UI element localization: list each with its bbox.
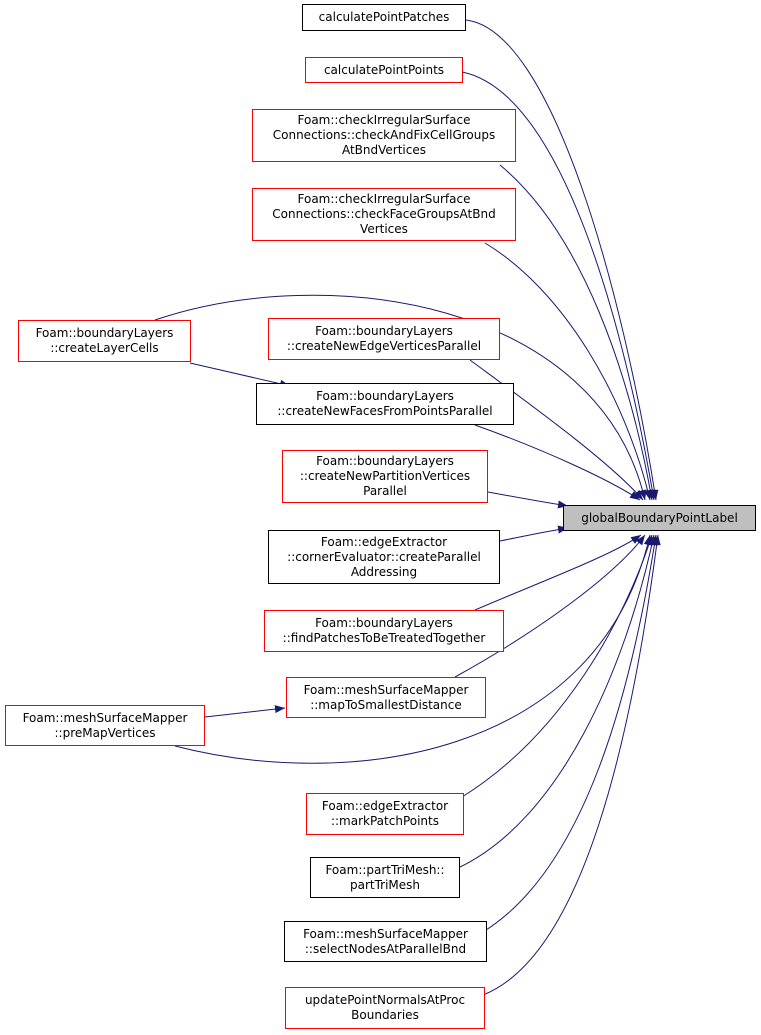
edge-preMapVertices-to-mapToSmallestDistance — [204, 705, 286, 718]
node-label: Foam::partTriMesh::partTriMesh — [325, 863, 444, 893]
edge-createNewPartitionVertices-to-target — [487, 491, 569, 509]
node-label-line: Connections::checkFaceGroupsAtBnd — [272, 207, 496, 221]
node-createLayerCells[interactable]: Foam::boundaryLayers::createLayerCells — [18, 320, 191, 362]
node-label: Foam::meshSurfaceMapper::preMapVertices — [23, 711, 188, 741]
node-label-line: Parallel — [363, 484, 407, 498]
node-label-line: ::createNewPartitionVertices — [299, 469, 471, 483]
node-label-line: Foam::edgeExtractor — [321, 799, 449, 813]
node-label: Foam::boundaryLayers::findPatchesToBeTre… — [283, 616, 486, 646]
node-label-line: ::markPatchPoints — [330, 814, 439, 828]
node-label-line: ::selectNodesAtParallelBnd — [304, 941, 467, 956]
node-label-line: Foam::meshSurfaceMapper — [303, 682, 469, 697]
node-label: globalBoundaryPointLabel — [581, 511, 738, 526]
edge-selectNodesAtParallelBnd-to-target — [482, 534, 659, 933]
node-label-line: ::createNewFacesFromPointsParallel — [277, 404, 493, 418]
node-label-line: AtBndVertices — [341, 143, 426, 157]
node-label-line: globalBoundaryPointLabel — [581, 510, 738, 525]
node-createNewEdgeVerticesParallel[interactable]: Foam::boundaryLayers::createNewEdgeVerti… — [268, 318, 500, 360]
node-label: Foam::boundaryLayers::createLayerCells — [36, 326, 174, 356]
node-label: Foam::edgeExtractor::markPatchPoints — [322, 799, 448, 829]
node-label-line: Connections::checkAndFixCellGroups — [272, 128, 496, 142]
node-label: Foam::meshSurfaceMapper::mapToSmallestDi… — [304, 683, 469, 713]
node-label: Foam::meshSurfaceMapper::selectNodesAtPa… — [303, 927, 468, 957]
edge-createLayerCells-to-target — [154, 294, 647, 501]
node-label-line: Foam::boundaryLayers — [315, 324, 453, 338]
node-label-line: Foam::boundaryLayers — [35, 326, 174, 340]
node-label: calculatePointPatches — [319, 10, 450, 25]
node-createNewPartitionVertices[interactable]: Foam::boundaryLayers::createNewPartition… — [282, 450, 488, 503]
node-findPatchesToBeTreatedTogether[interactable]: Foam::boundaryLayers::findPatchesToBeTre… — [264, 610, 504, 652]
node-mapToSmallestDistance[interactable]: Foam::meshSurfaceMapper::mapToSmallestDi… — [286, 677, 486, 718]
node-preMapVertices[interactable]: Foam::meshSurfaceMapper::preMapVertices — [5, 705, 205, 746]
node-label: Foam::boundaryLayers::createNewPartition… — [300, 454, 470, 499]
edge-checkAndFixCellGroups-to-target — [499, 164, 655, 501]
node-label: Foam::boundaryLayers::createNewEdgeVerti… — [287, 324, 481, 354]
node-label-line: Foam::boundaryLayers — [316, 389, 454, 403]
node-label-line: Foam::checkIrregularSurface — [297, 192, 471, 206]
node-createNewFacesFromPointsParallel[interactable]: Foam::boundaryLayers::createNewFacesFrom… — [256, 383, 514, 425]
edge-partTriMesh-to-target — [457, 534, 656, 869]
node-label: calculatePointPoints — [324, 63, 444, 78]
node-label-line: Boundaries — [351, 1008, 419, 1022]
node-label-line: Foam::meshSurfaceMapper — [303, 926, 468, 941]
node-label-line: Vertices — [360, 222, 408, 236]
node-markPatchPoints[interactable]: Foam::edgeExtractor::markPatchPoints — [306, 793, 464, 835]
edge-mapToSmallestDistance-to-target — [454, 534, 646, 678]
node-label-line: Foam::edgeExtractor — [320, 534, 448, 549]
node-label-line: Foam::partTriMesh:: — [325, 862, 445, 877]
node-label-line: Addressing — [350, 564, 418, 579]
node-label-line: ::mapToSmallestDistance — [310, 697, 462, 712]
target-node-globalBoundaryPointLabel: globalBoundaryPointLabel — [563, 505, 756, 531]
edge-updatePointNormalsAtProc-to-target — [482, 534, 661, 996]
node-calculatePointPatches[interactable]: calculatePointPatches — [302, 4, 466, 31]
node-label-line: calculatePointPoints — [323, 62, 445, 77]
edge-findPatchesToBeTreatedTogether-to-target — [474, 534, 642, 611]
node-label-line: Foam::meshSurfaceMapper — [22, 710, 188, 725]
node-partTriMesh[interactable]: Foam::partTriMesh::partTriMesh — [310, 857, 460, 898]
node-label: Foam::edgeExtractor::cornerEvaluator::cr… — [287, 535, 481, 580]
node-label-line: updatePointNormalsAtProc — [304, 993, 466, 1007]
edge-preMapVertices-to-target — [174, 534, 652, 764]
edge-checkFaceGroups-to-target — [484, 242, 652, 501]
node-label-line: Foam::boundaryLayers — [316, 454, 454, 468]
node-label-line: Foam::boundaryLayers — [315, 616, 453, 630]
edge-createNewEdgeVerticesParallel-to-target — [469, 359, 644, 501]
edge-markPatchPoints-to-target — [461, 534, 653, 798]
edge-createParallelAddressing-to-target — [499, 525, 569, 542]
node-label-line: ::cornerEvaluator::createParallel — [287, 549, 481, 564]
node-createParallelAddressing[interactable]: Foam::edgeExtractor::cornerEvaluator::cr… — [268, 530, 500, 584]
node-selectNodesAtParallelBnd[interactable]: Foam::meshSurfaceMapper::selectNodesAtPa… — [284, 921, 487, 962]
node-label: Foam::boundaryLayers::createNewFacesFrom… — [277, 389, 492, 419]
edge-calculatePointPatches-to-target — [465, 19, 659, 501]
node-label-line: Foam::checkIrregularSurface — [297, 113, 471, 127]
node-label-line: ::createLayerCells — [50, 341, 159, 355]
node-label-line: ::preMapVertices — [54, 725, 156, 740]
node-label-line: calculatePointPatches — [318, 10, 450, 24]
node-calculatePointPoints[interactable]: calculatePointPoints — [305, 57, 463, 83]
edge-calculatePointPoints-to-target — [461, 71, 657, 501]
node-label-line: partTriMesh — [349, 877, 421, 892]
node-label-line: ::createNewEdgeVerticesParallel — [286, 339, 482, 353]
edge-createNewFacesFromPointsParallel-to-target — [474, 424, 641, 501]
node-label-line: ::findPatchesToBeTreatedTogether — [282, 631, 486, 645]
